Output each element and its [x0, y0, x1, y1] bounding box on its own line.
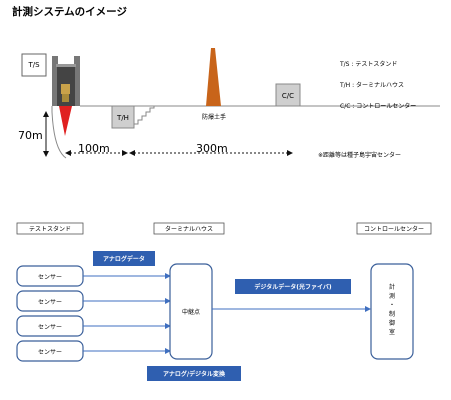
section-terminal-house-label: ターミナルハウス: [165, 225, 213, 233]
svg-text:室: 室: [389, 328, 395, 336]
control-room-box: [370, 263, 414, 360]
svg-text:計: 計: [389, 283, 395, 291]
distance-note: ※距離等は種子島宇宙センター: [318, 151, 401, 159]
svg-text:制: 制: [389, 310, 395, 318]
svg-text:・: ・: [389, 302, 395, 309]
cc-box: [275, 83, 301, 107]
analog-data-label: アナログデータ: [103, 255, 145, 263]
section-test-stand: [16, 222, 84, 235]
legend-ts: T/S : テストスタンド: [339, 60, 397, 68]
section-control-center: [356, 222, 432, 235]
section-control-center-label: コントロールセンター: [364, 225, 424, 233]
analog-data-label-box: [93, 251, 155, 266]
section-test-stand-label: テストスタンド: [29, 225, 71, 233]
th-box-label: T/H: [116, 114, 129, 122]
embankment-icon: [206, 48, 221, 106]
digital-data-label-box: [235, 279, 351, 294]
cc-box-label: C/C: [282, 92, 294, 100]
svg-text:測: 測: [389, 292, 395, 300]
distance-100-label: 100m: [78, 142, 110, 155]
svg-text:御: 御: [389, 319, 395, 327]
control-room-label: 計 測 ・ 制 御 室: [389, 283, 395, 336]
embankment-label: 防爆土手: [202, 113, 226, 121]
legend-th: T/H : ターミナルハウス: [339, 81, 404, 89]
distance-300-label: 300m: [196, 142, 228, 155]
flame-trench: [51, 106, 67, 159]
ts-box: [21, 53, 47, 77]
sensor-label: センサー: [38, 324, 62, 331]
flame-icon: [59, 106, 72, 136]
test-stand-icon: [52, 56, 80, 106]
ad-conversion-label-box: [147, 366, 241, 381]
page-title: 計測システムのイメージ: [12, 5, 127, 18]
legend-cc: C/C : コントロールセンター: [340, 102, 416, 110]
sensor-label: センサー: [38, 299, 62, 306]
stairs: [133, 106, 155, 128]
relay-point-box: [169, 263, 213, 360]
relay-point-label: 中継点: [182, 308, 200, 316]
section-terminal-house: [153, 222, 225, 235]
sensor-label: センサー: [38, 274, 62, 281]
digital-data-label: デジタルデータ(光ファイバ): [254, 283, 332, 291]
height-label: 70m: [18, 129, 43, 142]
th-box: [111, 105, 135, 129]
ts-box-label: T/S: [27, 61, 40, 69]
ad-conversion-label: アナログ/デジタル変換: [163, 370, 226, 378]
sensor-label: センサー: [38, 349, 62, 356]
